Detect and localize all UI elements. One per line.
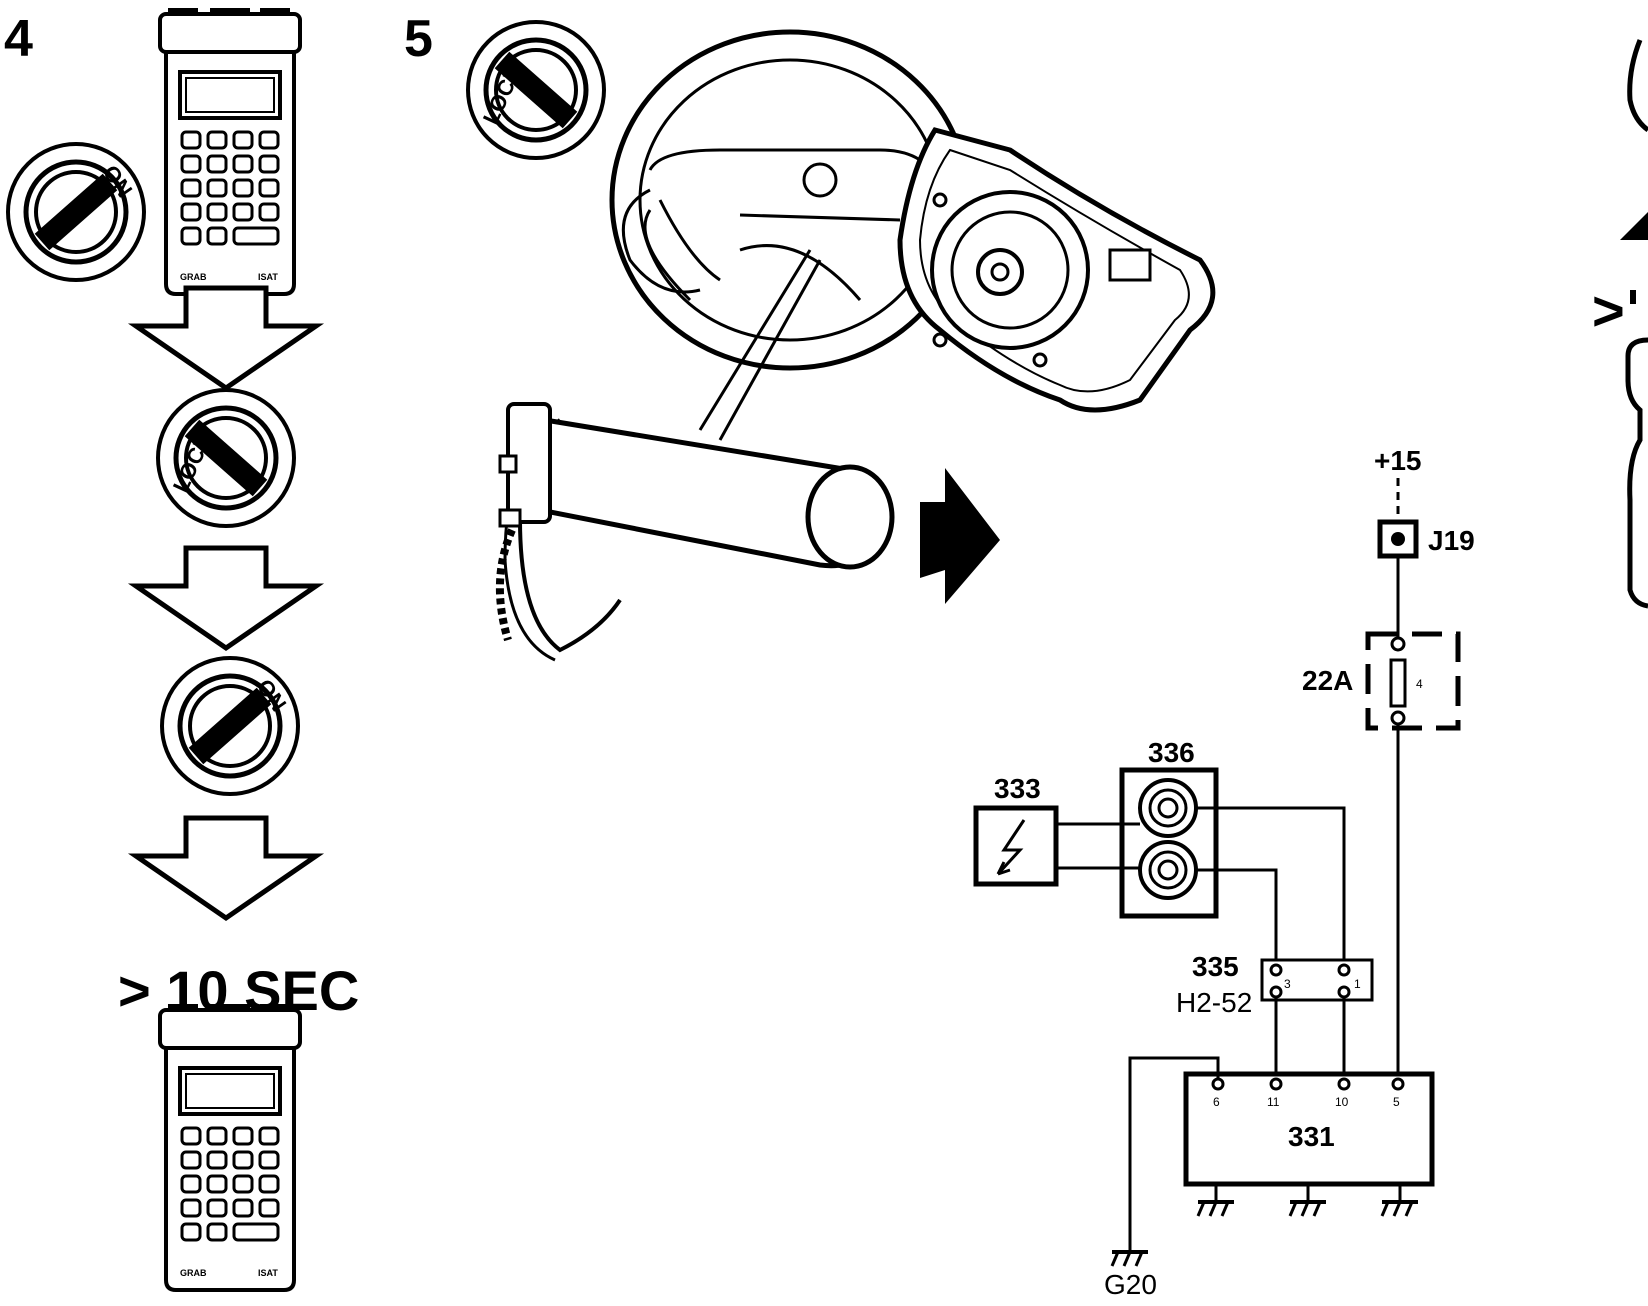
tester-bottom: GRAB ISAT (158, 1002, 302, 1292)
module-pin-10: 10 (1335, 1095, 1349, 1109)
airbag-wiring-tube (495, 402, 895, 662)
junction-label: J19 (1428, 525, 1475, 556)
wiring-diagram: +15 J19 4 22A 336 333 (973, 445, 1475, 1300)
tester-footer-left: GRAB (180, 272, 207, 282)
module-label: 331 (1288, 1121, 1335, 1152)
supply-label: +15 (1374, 445, 1422, 476)
connector-pin-1: 1 (1354, 977, 1361, 991)
arrow-down-1 (136, 288, 316, 388)
key-cylinder-lock-step5: LOCK (468, 22, 604, 158)
comp-335-label: 335 (1192, 951, 1239, 982)
step-4-number: 4 (4, 10, 33, 68)
module-331: 6 11 10 5 331 (1183, 1071, 1435, 1187)
module-pin-5: 5 (1393, 1095, 1400, 1109)
fuse-number: 4 (1416, 677, 1423, 691)
tester-footer-right: ISAT (258, 272, 278, 282)
connector-335: 335 H2-52 3 1 (1176, 951, 1374, 1018)
ground-symbol-g20 (1110, 1250, 1150, 1268)
arrow-down-3 (136, 818, 316, 918)
cropped-next-panel: > (1592, 39, 1648, 609)
steering-wheel (609, 29, 971, 441)
key-cylinder-lock: LOCK (158, 390, 294, 526)
right-edge-mark: > (1592, 279, 1625, 342)
ground-symbol-3 (1380, 1200, 1420, 1218)
connector-label: H2-52 (1176, 987, 1252, 1018)
key-cylinder-on-2: ON (162, 658, 298, 794)
module-pin-11: 11 (1267, 1095, 1280, 1109)
direction-arrow (920, 468, 1000, 604)
fuse-block-label: 22A (1302, 665, 1353, 696)
comp-333-label: 333 (994, 773, 1041, 804)
connector-pin-3: 3 (1284, 977, 1291, 991)
step-5-number: 5 (404, 10, 433, 68)
ground-label: G20 (1104, 1269, 1157, 1300)
tester-footer-left-2: GRAB (180, 1268, 207, 1278)
tester-top: GRAB ISAT (158, 6, 302, 296)
key-cylinder-on-1: ON (8, 144, 144, 280)
tester-footer-right-2: ISAT (258, 1268, 278, 1278)
module-pin-6: 6 (1213, 1095, 1220, 1109)
comp-336-label: 336 (1148, 737, 1195, 768)
ground-symbol-1 (1196, 1200, 1236, 1218)
component-336: 336 (1119, 737, 1219, 919)
component-333: 333 (973, 773, 1059, 887)
airbag-module (897, 127, 1216, 413)
ground-symbol-2 (1288, 1200, 1328, 1218)
arrow-down-2 (136, 548, 316, 648)
fuse-22a: 4 22A (1302, 631, 1461, 731)
